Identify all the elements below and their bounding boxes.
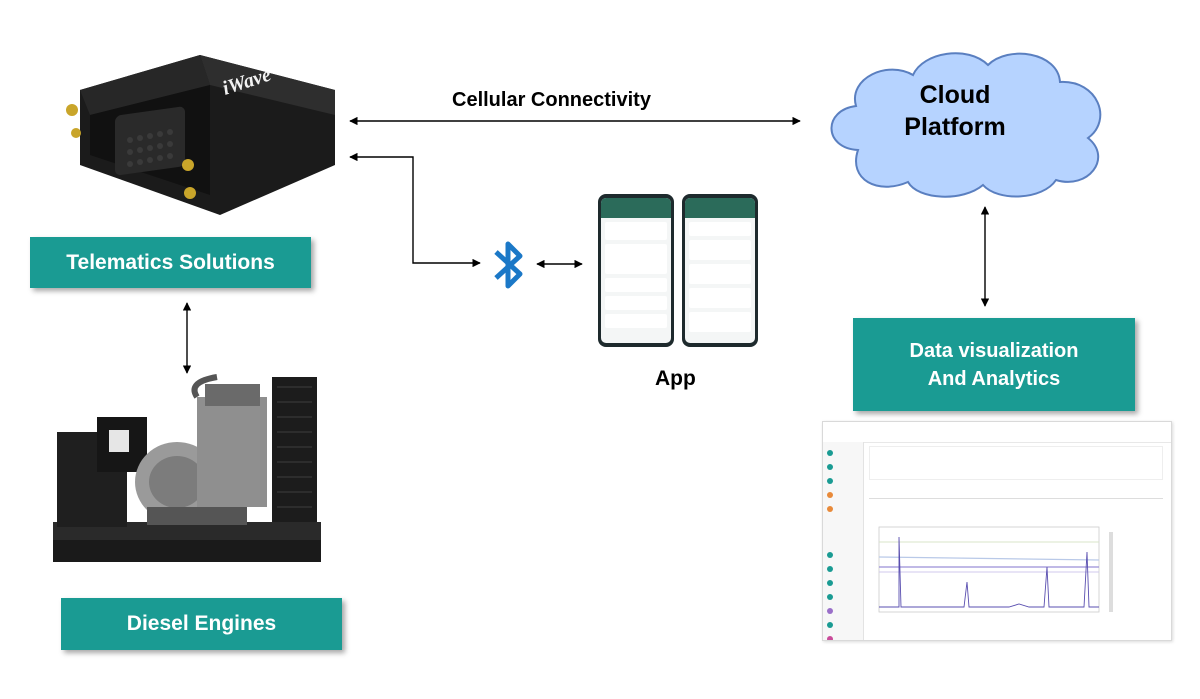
telematics-device-image: iWave <box>66 55 335 215</box>
data-visualization-label-line2: And Analytics <box>927 367 1061 390</box>
diesel-generator-image <box>53 374 321 562</box>
telematics-solutions-box: Telematics Solutions <box>30 237 311 288</box>
diesel-engines-label: Diesel Engines <box>126 612 277 635</box>
diesel-engines-box: Diesel Engines <box>61 598 342 650</box>
phone-right <box>682 194 758 347</box>
phone-app-image <box>598 194 760 347</box>
data-visualization-box: Data visualization And Analytics <box>853 318 1135 411</box>
dashboard-screenshot-image <box>822 421 1172 641</box>
cloud-label-line2: Platform <box>904 113 1005 141</box>
cellular-connectivity-label: Cellular Connectivity <box>452 89 651 111</box>
data-visualization-label-line1: Data visualization <box>909 339 1079 362</box>
cloud-label-line1: Cloud <box>920 81 991 109</box>
device-bluetooth-arrow <box>349 152 481 268</box>
telematics-solutions-label: Telematics Solutions <box>66 250 275 274</box>
cloud-shape: Cloud Platform <box>830 52 1102 198</box>
bluetooth-icon <box>494 241 523 289</box>
phone-left <box>598 194 674 347</box>
app-label: App <box>655 367 696 390</box>
